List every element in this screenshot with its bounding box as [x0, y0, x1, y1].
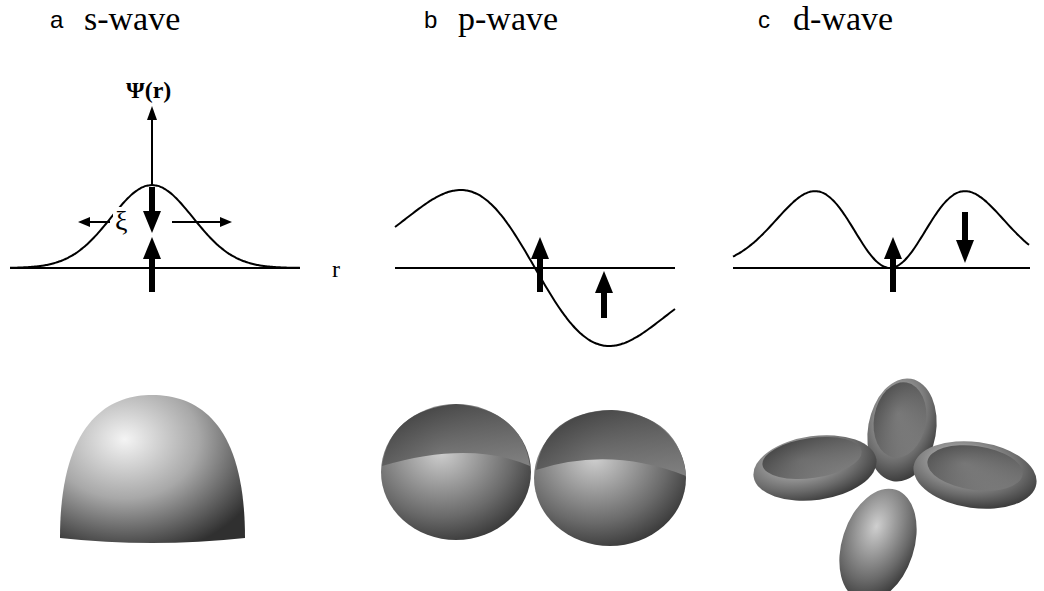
d-wave-lobes [749, 373, 1041, 591]
s-wave-dome [60, 395, 245, 543]
r-axis [10, 267, 1030, 269]
axis-label: Ψ(r) [126, 78, 171, 102]
wavefunction-curve [733, 191, 1029, 268]
axis-label: r [332, 257, 340, 281]
panel-title: p-wave [458, 2, 558, 36]
panel-letter: b [424, 8, 437, 32]
wavefunction-curve [395, 190, 675, 346]
wavefunction-curve [10, 185, 300, 268]
psi-axis [147, 106, 157, 185]
p-wave-lobes [381, 404, 686, 546]
wavefunction-curves [10, 185, 1029, 346]
spin-arrows [143, 187, 974, 318]
panel-letter: a [50, 8, 63, 32]
panel-letter: c [758, 8, 770, 32]
panel-title: d-wave [793, 2, 893, 36]
coherence-length-label: ξ [113, 207, 129, 235]
panel-title: s-wave [84, 2, 180, 36]
